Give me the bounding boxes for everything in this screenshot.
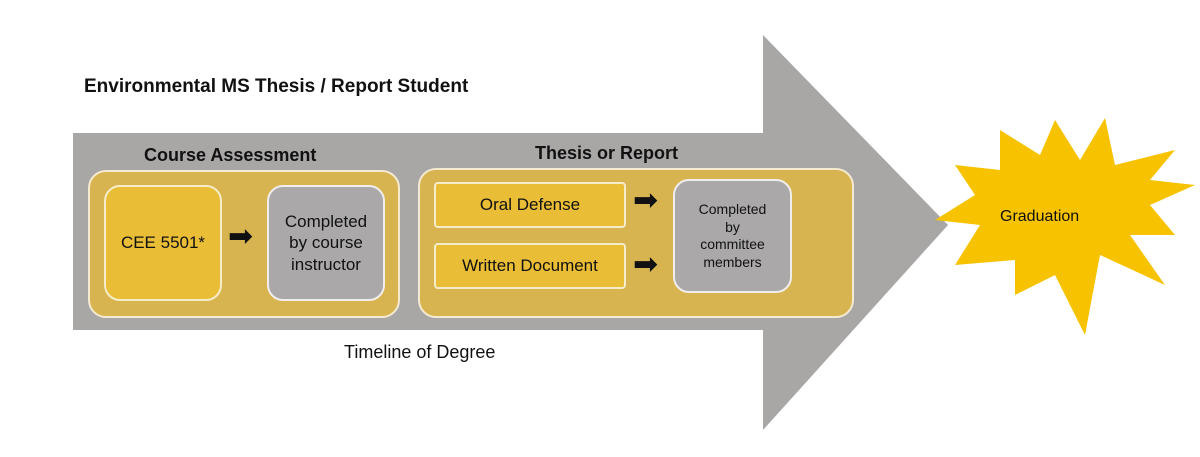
written-document-box: Written Document [434,243,626,289]
cee-5501-label: CEE 5501* [120,233,206,253]
timeline-label: Timeline of Degree [344,342,496,362]
graduation-label: Graduation [1000,208,1080,225]
committee-completed-line-3: committee [700,236,765,252]
course-completed-line-1: Completed [284,212,368,232]
oral-defense-box: Oral Defense [434,182,626,228]
course-completed-line-2: by course [289,233,363,253]
committee-completed-line-1: Completed [698,201,767,217]
committee-completed-line-2: by [725,218,740,235]
written-document-label: Written Document [462,256,598,276]
course-assessment-heading: Course Assessment [144,145,317,165]
right-arrow-icon: ➡ [633,184,659,217]
cee-5501-box: CEE 5501* [104,185,222,301]
oral-defense-label: Oral Defense [479,195,581,215]
right-arrow-icon: ➡ [633,248,659,281]
committee-completed-line-4: members [703,253,762,270]
course-completed-box: Completed by course instructor [267,185,385,301]
page-title: Environmental MS Thesis / Report Student [84,76,469,97]
thesis-or-report-heading: Thesis or Report [535,143,679,163]
graduation-starburst-icon [935,118,1195,335]
course-completed-line-3: instructor [291,254,361,274]
right-arrow-icon: ➡ [228,220,254,253]
committee-completed-box: Completed by committee members [673,179,792,293]
